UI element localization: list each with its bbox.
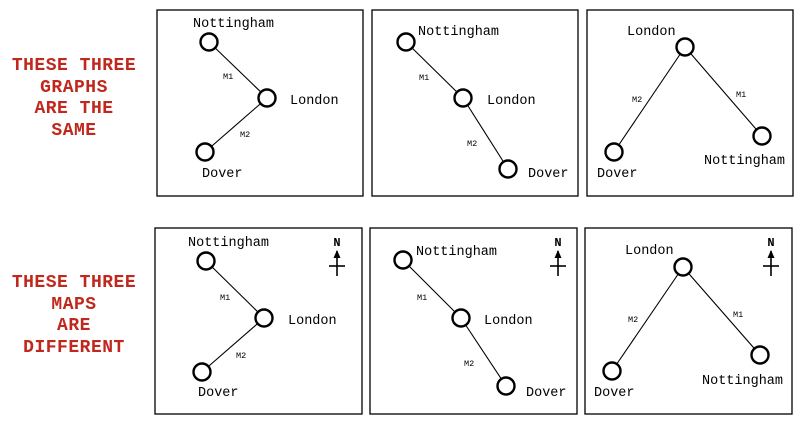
road-label-m2: M2	[240, 130, 250, 140]
town-node-nottingham	[393, 250, 413, 270]
road-m1	[682, 266, 761, 356]
road-label-m2: M2	[236, 351, 246, 361]
road-m2	[204, 97, 268, 153]
town-node-dover	[496, 376, 516, 396]
town-node-nottingham	[750, 345, 770, 365]
town-node-dover	[192, 362, 212, 382]
road-m2	[201, 317, 265, 373]
graphs-caption-line: ARE THE	[34, 99, 114, 119]
town-node-london	[257, 88, 277, 108]
town-label-london: London	[625, 244, 674, 259]
road-m2	[611, 266, 684, 372]
north-arrow-icon: N	[763, 236, 779, 276]
road-label-m2: M2	[464, 359, 474, 369]
town-label-dover: Dover	[198, 386, 239, 401]
town-label-london: London	[288, 314, 337, 329]
town-label-london: London	[290, 94, 339, 109]
road-m1	[208, 41, 268, 99]
town-label-dover: Dover	[202, 167, 243, 182]
town-node-london	[675, 37, 695, 57]
compass-letter: N	[554, 236, 561, 250]
town-node-london	[673, 257, 693, 277]
town-node-dover	[498, 159, 518, 179]
road-m1	[405, 41, 464, 99]
road-label-m2: M2	[632, 95, 642, 105]
maps-caption-line: DIFFERENT	[23, 337, 125, 358]
compass-head	[554, 250, 562, 258]
north-arrow-icon: N	[550, 236, 566, 276]
compass-head	[333, 250, 341, 258]
town-label-london: London	[627, 25, 676, 40]
compass-letter: N	[767, 236, 774, 250]
town-node-dover	[195, 142, 215, 162]
road-m2	[462, 97, 509, 170]
maps-caption-line: MAPS	[51, 294, 97, 315]
road-label-m1: M1	[220, 293, 230, 303]
town-node-london	[453, 88, 473, 108]
compass-head	[767, 250, 775, 258]
town-label-dover: Dover	[526, 386, 567, 401]
town-node-london	[254, 308, 274, 328]
town-label-nottingham: Nottingham	[416, 245, 497, 260]
town-node-london	[451, 308, 471, 328]
town-label-dover: Dover	[528, 167, 569, 182]
town-label-nottingham: Nottingham	[418, 25, 499, 40]
road-label-m1: M1	[736, 90, 746, 100]
panel-frame	[584, 227, 793, 415]
road-m1	[402, 259, 462, 319]
town-node-nottingham	[199, 32, 219, 52]
north-arrow-icon: N	[329, 236, 345, 276]
graphs-caption-line: SAME	[51, 120, 97, 141]
maps-caption: THESE THREE MAPS ARE DIFFERENT	[0, 273, 148, 359]
town-label-nottingham: Nottingham	[704, 154, 785, 169]
road-label-m1: M1	[223, 72, 233, 82]
town-label-dover: Dover	[594, 386, 635, 401]
road-label-m1: M1	[733, 310, 743, 320]
graphs-caption: THESE THREE GRAPHS ARE THE SAME	[0, 56, 148, 142]
town-label-nottingham: Nottingham	[702, 374, 783, 389]
road-label-m2: M2	[467, 139, 477, 149]
town-label-london: London	[487, 94, 536, 109]
road-label-m2: M2	[628, 315, 638, 325]
graphs-caption-line: THESE THREE	[11, 56, 137, 76]
road-label-m1: M1	[417, 293, 427, 303]
road-m2	[613, 46, 686, 153]
road-label-m1: M1	[419, 73, 429, 83]
town-node-nottingham	[396, 32, 416, 52]
compass-letter: N	[333, 236, 340, 250]
town-node-dover	[604, 142, 624, 162]
town-label-nottingham: Nottingham	[193, 17, 274, 32]
town-node-nottingham	[196, 251, 216, 271]
town-node-dover	[602, 361, 622, 381]
road-m2	[460, 317, 507, 387]
town-label-london: London	[484, 314, 533, 329]
town-label-dover: Dover	[597, 167, 638, 182]
town-node-nottingham	[752, 126, 772, 146]
maps-caption-line: ARE	[57, 316, 91, 336]
road-m1	[684, 46, 763, 137]
town-label-nottingham: Nottingham	[188, 236, 269, 251]
road-m1	[205, 260, 265, 319]
graphs-caption-line: GRAPHS	[40, 77, 108, 98]
maps-caption-line: THESE THREE	[11, 273, 137, 293]
